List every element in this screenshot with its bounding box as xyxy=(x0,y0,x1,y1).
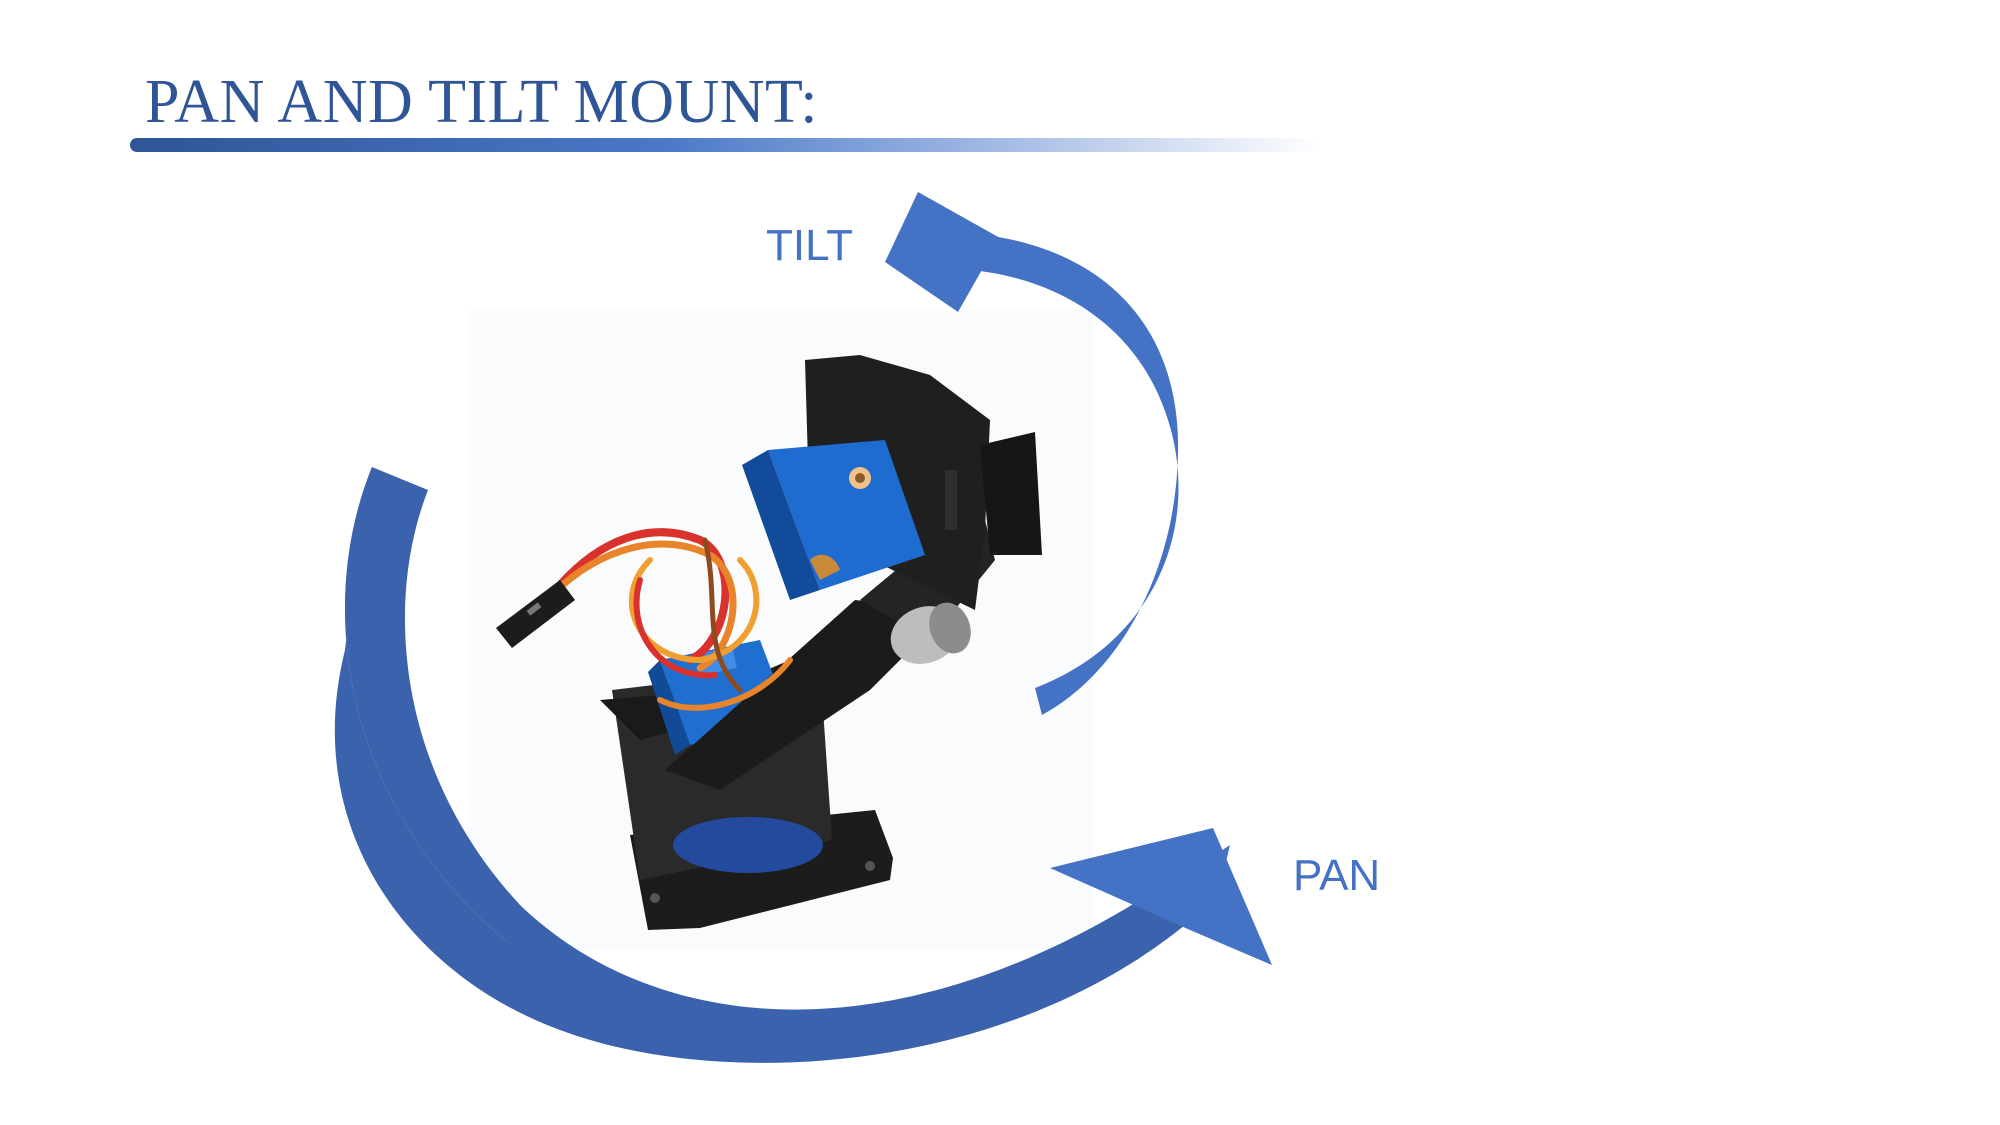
tilt-bracket-arm xyxy=(665,600,935,790)
tilt-arrow xyxy=(885,192,1179,715)
title-underline xyxy=(130,138,1320,152)
servo-wiring xyxy=(551,528,793,711)
servo-connector xyxy=(496,580,575,648)
pan-arrow-neck xyxy=(1140,845,1230,930)
tilt-label: TILT xyxy=(766,221,854,270)
pan-arrow xyxy=(334,467,1272,1063)
tilt-servo xyxy=(768,440,925,590)
tilt-arrowhead xyxy=(885,192,1000,312)
pan-label: PAN xyxy=(1293,851,1381,900)
slide-title: PAN AND TILT MOUNT: xyxy=(145,68,819,136)
servo-mount-photo xyxy=(496,355,1042,930)
